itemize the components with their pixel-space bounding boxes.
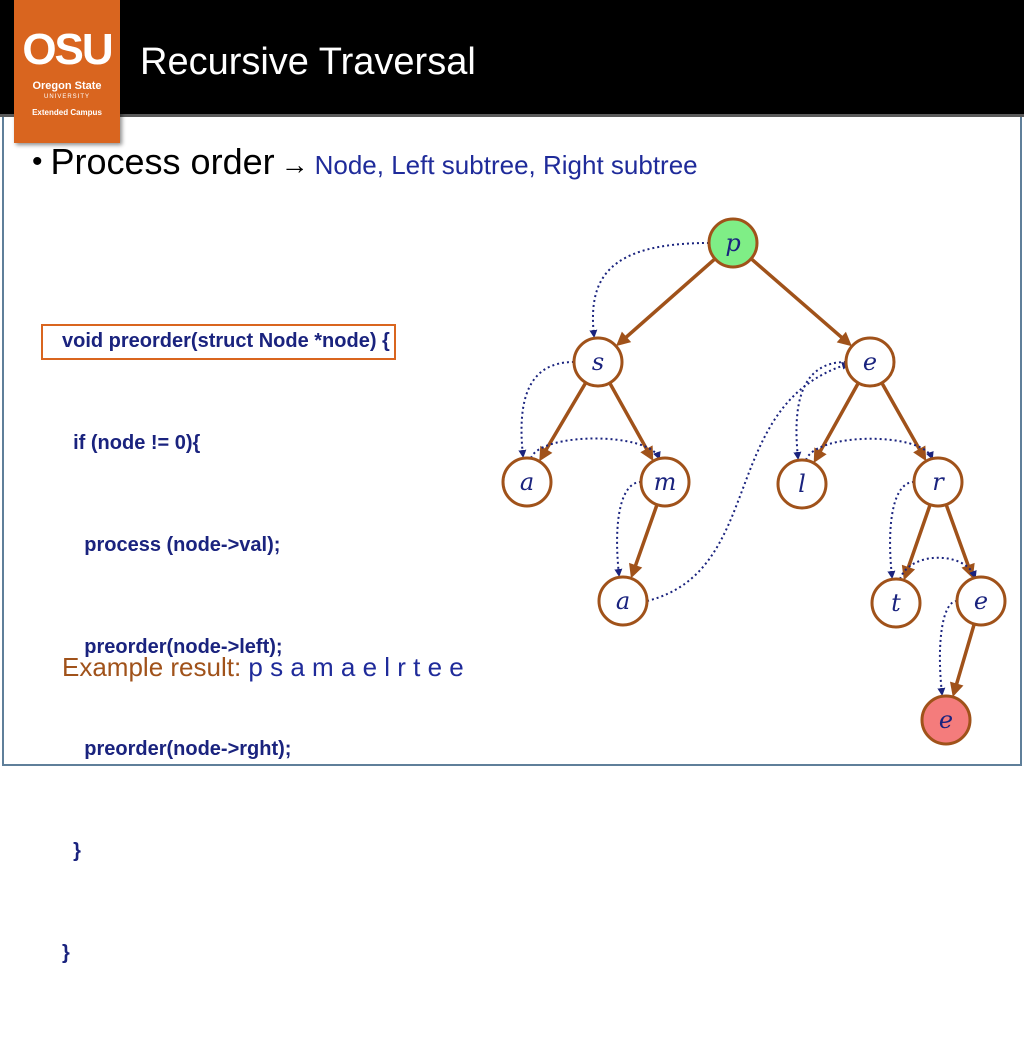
traversal-path [518,242,977,696]
code-line: if (node != 0){ [62,432,201,454]
tree-node: a [501,456,553,508]
tree-edge [950,622,976,697]
tree-edges [539,256,976,697]
slide-title: Recursive Traversal [140,41,476,83]
example-result: Example result: p s a m a e l r t e e [62,652,464,683]
bullet-process-order: •Process order→Node, Left subtree, Right… [32,140,698,192]
tree-node-label: a [616,587,630,615]
tree-nodes: p s e a m l r a t e e [501,217,1007,746]
header-bar [0,0,1024,114]
logo-mark: OSU [22,25,113,74]
tree-node-label: r [932,468,945,496]
tree-node-label: a [520,468,534,496]
tree-node: l [776,458,828,510]
example-label: Example result: [62,652,242,682]
traversal-arc [518,361,575,458]
traversal-arc [530,437,661,460]
traversal-arc [937,600,958,696]
logo-name: Oregon State [32,80,102,92]
tree-node: e [920,694,972,746]
tree-edge [629,502,659,579]
tree-edge [901,502,932,581]
slide: OSU Oregon State UNIVERSITY Extended Cam… [0,0,1024,964]
code-block: void preorder(struct Node *node) { if (n… [62,256,390,1038]
tree-node: e [955,575,1007,627]
tree-node: r [912,456,964,508]
code-line: } [62,840,81,862]
tree-edge [749,256,852,347]
tree-node-label: e [939,706,953,734]
bullet-main-text: Process order [50,141,275,182]
tree-node: e [844,336,896,388]
tree-node: a [597,575,649,627]
tree-edge [944,502,975,579]
header-divider [0,114,1024,117]
bullet-dot-icon: • [32,145,43,178]
code-line: preorder(node->left); [62,636,283,658]
bullet-sub-text: Node, Left subtree, Right subtree [314,150,698,180]
traversal-arc [887,481,915,579]
logo-campus: Extended Campus [32,108,102,117]
code-line: } [62,942,70,964]
tree-edge [616,257,717,347]
tree-diagram: p s e a m l r a t e e [501,217,1007,746]
tree-node-label: e [863,348,877,376]
tree-edge [607,381,654,462]
traversal-arc [589,242,710,338]
traversal-arc [805,437,934,461]
tree-node: t [870,577,922,629]
code-line: preorder(node->rght); [62,738,292,760]
tree-edge [539,380,588,462]
code-line: process (node->val); [62,534,281,556]
tree-node-label: s [592,348,604,376]
arrow-right-icon: → [280,149,309,180]
tree-node-label: e [974,587,988,615]
osu-logo: OSU Oregon State UNIVERSITY Extended Cam… [14,0,120,143]
code-highlight-box [41,324,396,360]
traversal-arc [793,361,847,460]
example-value: p s a m a e l r t e e [248,652,464,682]
traversal-arc [899,556,977,580]
logo-university: UNIVERSITY [43,94,90,100]
code-line: void preorder(struct Node *node) { [62,330,390,352]
traversal-arc [614,481,642,577]
tree-edge [880,381,927,462]
tree-node: s [572,336,624,388]
tree-node: p [707,217,759,269]
tree-node-label: m [654,468,677,496]
tree-node-label: t [891,589,901,617]
tree-edge [813,381,861,464]
tree-node-label: p [725,229,740,257]
tree-node: m [639,456,691,508]
tree-node-label: l [798,470,806,498]
slide-frame [2,117,1022,766]
